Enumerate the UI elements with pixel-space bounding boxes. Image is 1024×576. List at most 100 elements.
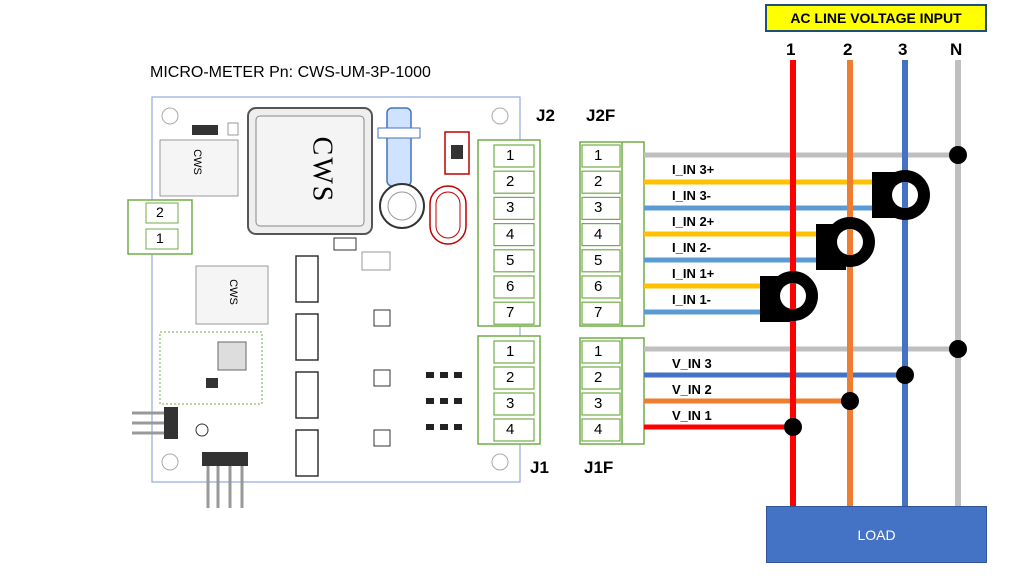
j2-pin-box [493,301,535,325]
j2-pin-box [493,223,535,247]
capacitor-inner [387,191,417,221]
smd-components [426,372,462,430]
j1-pin-box [493,366,535,390]
phase-3-label: 3 [898,40,908,59]
j2-pin-box [493,275,535,299]
signal-i-in-2-minus: I_IN 2- [672,240,712,255]
j1-pin-box [493,392,535,416]
signal-v-in-1: V_IN 1 [672,408,712,423]
j2-pin-label: 5 [506,251,515,269]
j1f-pin-box [581,418,621,442]
j2f-pin-label: 2 [594,173,603,191]
mount-hole [161,453,179,471]
neutral-label: N [950,40,963,59]
signal-i-in-3-plus: I_IN 3+ [672,162,715,177]
j1f-pin-label: 2 [594,369,603,386]
signal-i-in-2-plus: I_IN 2+ [672,214,715,229]
relay-body [451,145,463,159]
j2f-pin-label: 7 [594,304,603,322]
j2-pin-box [493,249,535,273]
j2-pin-label: 7 [506,304,515,322]
left-terminal [127,199,193,255]
j2-pin-box [493,196,535,220]
j2f-pin-label: 3 [594,199,603,217]
bottom-header [202,452,248,466]
red-relay [444,131,470,175]
j2-label: J2 [536,106,555,125]
j2f-pin-label: 1 [594,147,603,164]
j2f-pin-box [581,301,621,325]
left-header-pins [132,411,164,435]
signal-v-in-3: V_IN 3 [672,356,712,371]
ct-sensor-2 [816,217,875,270]
left-terminal-pin-2: 2 [156,204,164,220]
diode [192,125,218,135]
j2f-pin-box [581,196,621,220]
j2f-pin-box [581,275,621,299]
j2f-pin-box [581,170,621,194]
ct-sensor-3 [872,170,930,220]
j1f-pin-box [581,366,621,390]
j2f-pin-box [581,249,621,273]
j2-pin-box [493,144,535,168]
fuse-clip [377,127,421,139]
small-ics [373,309,391,447]
wifi-chip [217,341,247,371]
small-transformer [159,139,239,197]
j2-pin-label: 1 [506,147,515,164]
j2-pin-label: 2 [506,173,515,191]
ct-sensor-1 [760,271,818,322]
junction-dots [784,146,967,436]
phase-1-label: 1 [786,40,796,59]
j1-pin-box [493,418,535,442]
smd-square [361,251,391,271]
j2f-pin-label: 6 [594,278,603,295]
wifi-smd [206,378,218,388]
j1-pin-label: 1 [506,343,515,360]
left-terminal-pin-1: 1 [156,230,164,246]
signal-i-in-1-plus: I_IN 1+ [672,266,715,281]
j2-pin-label: 3 [506,199,515,217]
j1-pin-label: 4 [506,421,515,438]
j2f-pin-label: 4 [594,225,603,243]
j1f-pin-box [581,392,621,416]
j2-pin-box [493,170,535,194]
j1-pin-box [493,340,535,364]
phase-2-label: 2 [843,40,853,59]
blue-fuse [386,107,412,187]
red-coil-inner [435,191,461,239]
load-box: LOAD [766,506,987,563]
mount-hole [161,107,179,125]
mount-hole [491,107,509,125]
red-coil [429,185,467,245]
j1-pin-label: 3 [506,395,515,412]
j1f-pin-label: 4 [594,421,603,438]
j2f-label: J2F [586,106,616,125]
j2f-pin-box [581,223,621,247]
board-title: MICRO-METER Pn: CWS-UM-3P-1000 [150,64,431,81]
j2-pin-label: 6 [506,278,515,295]
j1f-label: J1F [584,458,614,477]
main-transformer-label: CWS [306,136,338,204]
ic-chips [295,255,319,477]
capacitor [379,183,425,229]
signal-i-in-1-minus: I_IN 1- [672,292,712,307]
module-transformer [195,265,269,325]
signal-v-in-2: V_IN 2 [672,382,712,397]
left-header [164,407,178,439]
j2f-pin-label: 5 [594,251,603,269]
jumper [333,237,357,251]
bottom-header-pins [206,466,244,508]
smd-pad [227,122,239,136]
signal-i-in-3-minus: I_IN 3- [672,188,712,203]
module-transformer-label: CWS [226,279,239,305]
wifi-module [159,331,263,405]
j2f-pin-box [581,144,621,168]
j1f-pin-label: 1 [594,343,603,360]
j1f-pin-label: 3 [594,395,603,412]
j2-pin-label: 4 [506,225,515,243]
mount-hole [491,453,509,471]
j1-label: J1 [530,458,549,477]
ac-input-label: AC LINE VOLTAGE INPUT [765,4,987,32]
